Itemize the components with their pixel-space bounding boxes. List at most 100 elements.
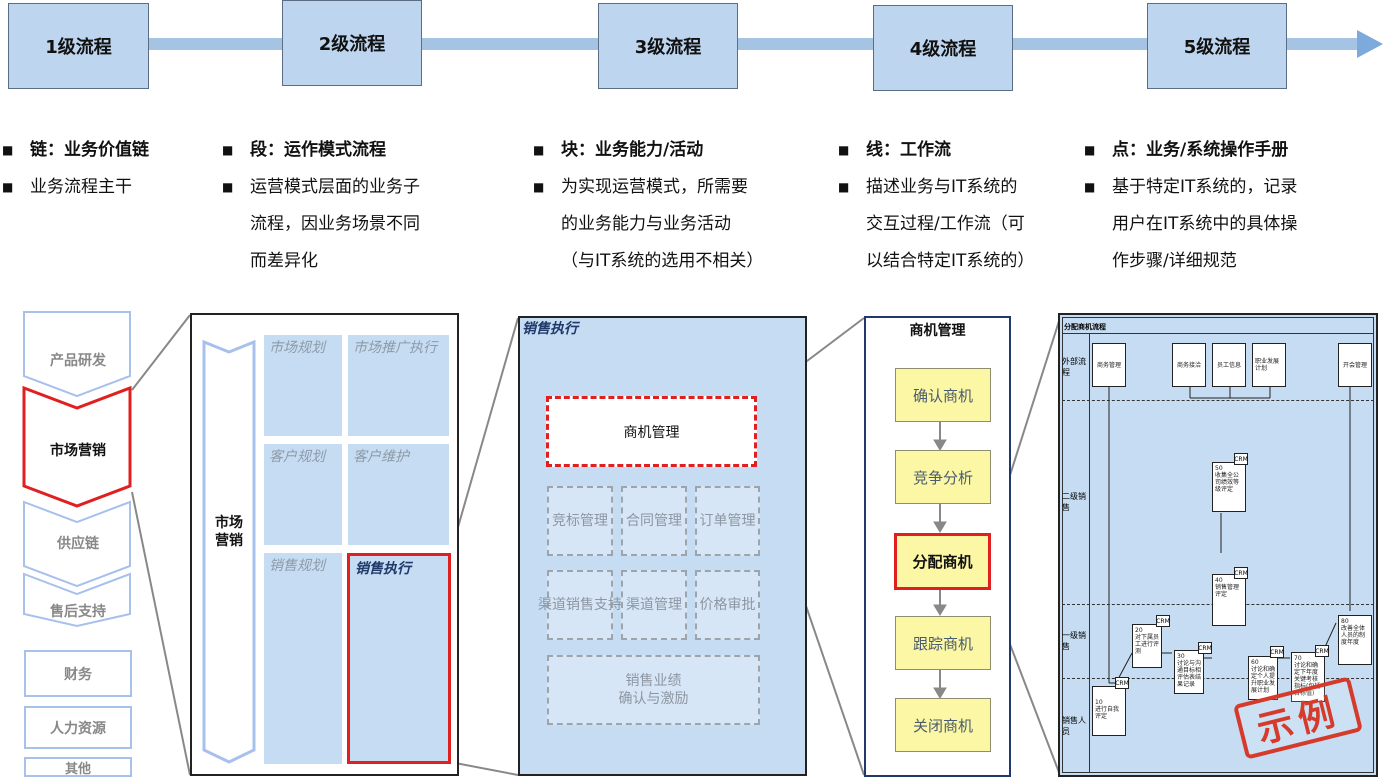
description-4-line: 交互过程/工作流（可	[866, 214, 1025, 234]
process-step-text: 讨论与沟通目标相评估表结果记录	[1177, 660, 1202, 688]
external-box: 商务接洽	[1172, 343, 1206, 387]
level5-inner	[1062, 317, 1374, 773]
timeline-arrow	[140, 38, 1360, 50]
process-step-text: 销售管理评定	[1215, 584, 1240, 598]
level2-cell-market-promotion[interactable]: 市场推广执行	[348, 335, 449, 436]
level4-arrows	[933, 420, 947, 699]
level-3-label: 3级流程	[634, 37, 702, 58]
level3-block-order[interactable]: 订单管理	[695, 486, 760, 556]
bullet-icon: ■	[1084, 143, 1096, 157]
process-step-num: 30	[1177, 653, 1185, 660]
description-2-line: 流程，因业务场景不同	[250, 214, 420, 234]
description-4-line: 描述业务与IT系统的	[866, 177, 1018, 197]
level3-main-label: 商机管理	[623, 424, 680, 441]
level4-step-track[interactable]: 跟踪商机	[895, 616, 991, 670]
flow-arrowhead	[933, 439, 947, 451]
value-chain-chevrons	[22, 311, 132, 628]
description-2-title: 段：运作模式流程	[250, 140, 386, 160]
level-1-box: 1级流程	[8, 3, 149, 89]
value-chain-item-supply-chain[interactable]: 供应链	[57, 536, 99, 552]
level2-cell-sales-planning[interactable]: 销售规划	[264, 553, 342, 764]
process-step-num: 40	[1215, 577, 1223, 584]
bullet-icon: ■	[222, 180, 234, 194]
crm-tag: CRM	[1198, 642, 1212, 654]
lane-divider	[1062, 400, 1374, 401]
level-5-label: 5级流程	[1183, 37, 1251, 58]
process-step-num: 70	[1294, 655, 1302, 662]
bullet-icon: ■	[222, 143, 234, 157]
support-item-hr[interactable]: 人力资源	[24, 706, 132, 749]
level3-block-channel-mgmt[interactable]: 渠道管理	[621, 570, 687, 640]
level4-step-close[interactable]: 关闭商机	[895, 698, 991, 752]
support-item-finance[interactable]: 财务	[24, 650, 132, 697]
description-1-line: 业务流程主干	[30, 177, 132, 197]
description-5-line: 用户在IT系统中的具体操	[1112, 214, 1298, 234]
level3-block-contract[interactable]: 合同管理	[621, 486, 687, 556]
level3-block-channel-sales[interactable]: 渠道销售支持	[538, 570, 622, 640]
chevron-after-sales	[23, 572, 131, 628]
level5-title-rule	[1062, 333, 1374, 334]
value-chain-item-after-sales[interactable]: 售后支持	[50, 604, 106, 620]
level-5-box: 5级流程	[1147, 3, 1287, 89]
level3-block-price-approval[interactable]: 价格审批	[695, 570, 760, 640]
level2-cell-market-planning[interactable]: 市场规划	[264, 335, 342, 436]
external-box: 商务管理	[1092, 343, 1126, 387]
description-3: ■块：业务能力/活动 ■为实现运营模式，所需要 的业务能力与业务活动 （与IT系…	[533, 132, 823, 280]
description-2-line: 运营模式层面的业务子	[250, 177, 420, 197]
bullet-icon: ■	[838, 180, 850, 194]
process-step-text: 对下属员工进行评测	[1135, 634, 1160, 655]
description-4-title: 线：工作流	[866, 140, 951, 160]
description-5: ■点：业务/系统操作手册 ■基于特定IT系统的，记录 用户在IT系统中的具体操 …	[1084, 132, 1384, 280]
crm-tag: CRM	[1270, 646, 1284, 658]
process-step-num: 60	[1251, 659, 1259, 666]
level2-pillar-label: 市场 营销	[215, 515, 243, 549]
chevron-product-rd	[23, 311, 131, 398]
level4-step-confirm[interactable]: 确认商机	[895, 368, 991, 422]
zoom-line	[131, 491, 191, 776]
bullet-icon: ■	[2, 143, 14, 157]
level-2-box: 2级流程	[282, 0, 422, 86]
level3-block-sales-performance[interactable]: 销售业绩 确认与激励	[547, 655, 760, 725]
level4-title: 商机管理	[909, 323, 966, 339]
level2-cell-sales-execution[interactable]: 销售执行	[347, 553, 451, 764]
level3-block-bidding[interactable]: 竞标管理	[547, 486, 613, 556]
description-1: ■链：业务价值链 ■业务流程主干	[2, 132, 212, 206]
description-2: ■ 段：运作模式流程 ■ 运营模式层面的业务子 流程，因业务场景不同 而差异化	[222, 132, 492, 280]
value-chain-item-product-rd[interactable]: 产品研发	[50, 353, 106, 369]
level-4-label: 4级流程	[909, 39, 977, 60]
level4-step-competition[interactable]: 竞争分析	[895, 450, 991, 504]
level2-cell-customer-maintenance[interactable]: 客户维护	[348, 444, 449, 545]
description-2-line: 而差异化	[250, 251, 318, 271]
zoom-line	[449, 317, 519, 556]
process-step-num: 80	[1341, 618, 1349, 625]
value-chain-item-marketing[interactable]: 市场营销	[50, 443, 106, 459]
description-1-title: 链：业务价值链	[30, 140, 149, 160]
description-3-line: 为实现运营模式，所需要	[561, 177, 748, 197]
description-3-line: （与IT系统的选用不相关）	[561, 251, 764, 271]
crm-tag: CRM	[1115, 677, 1129, 689]
process-step-num: 20	[1135, 627, 1143, 634]
level5-title: 分配商机流程	[1064, 323, 1106, 331]
description-5-line: 基于特定IT系统的，记录	[1112, 177, 1298, 197]
lane-label-primary-sales: 一级销售	[1062, 631, 1086, 651]
process-step-text: 收集全公司绩效等级评定	[1215, 472, 1240, 493]
level2-cell-customer-planning[interactable]: 客户规划	[264, 444, 342, 545]
bullet-icon: ■	[838, 143, 850, 157]
level3-title: 销售执行	[522, 321, 578, 337]
flow-arrowhead	[933, 521, 947, 533]
flow-arrowhead	[933, 604, 947, 616]
level4-step-assign[interactable]: 分配商机	[894, 533, 991, 590]
support-item-other[interactable]: 其他	[24, 757, 132, 777]
external-box: 员工信息	[1212, 343, 1246, 387]
level3-main-block[interactable]: 商机管理	[546, 396, 757, 467]
process-step-num: 10	[1095, 699, 1103, 706]
lane-label-salesperson: 销售人员	[1062, 715, 1086, 736]
